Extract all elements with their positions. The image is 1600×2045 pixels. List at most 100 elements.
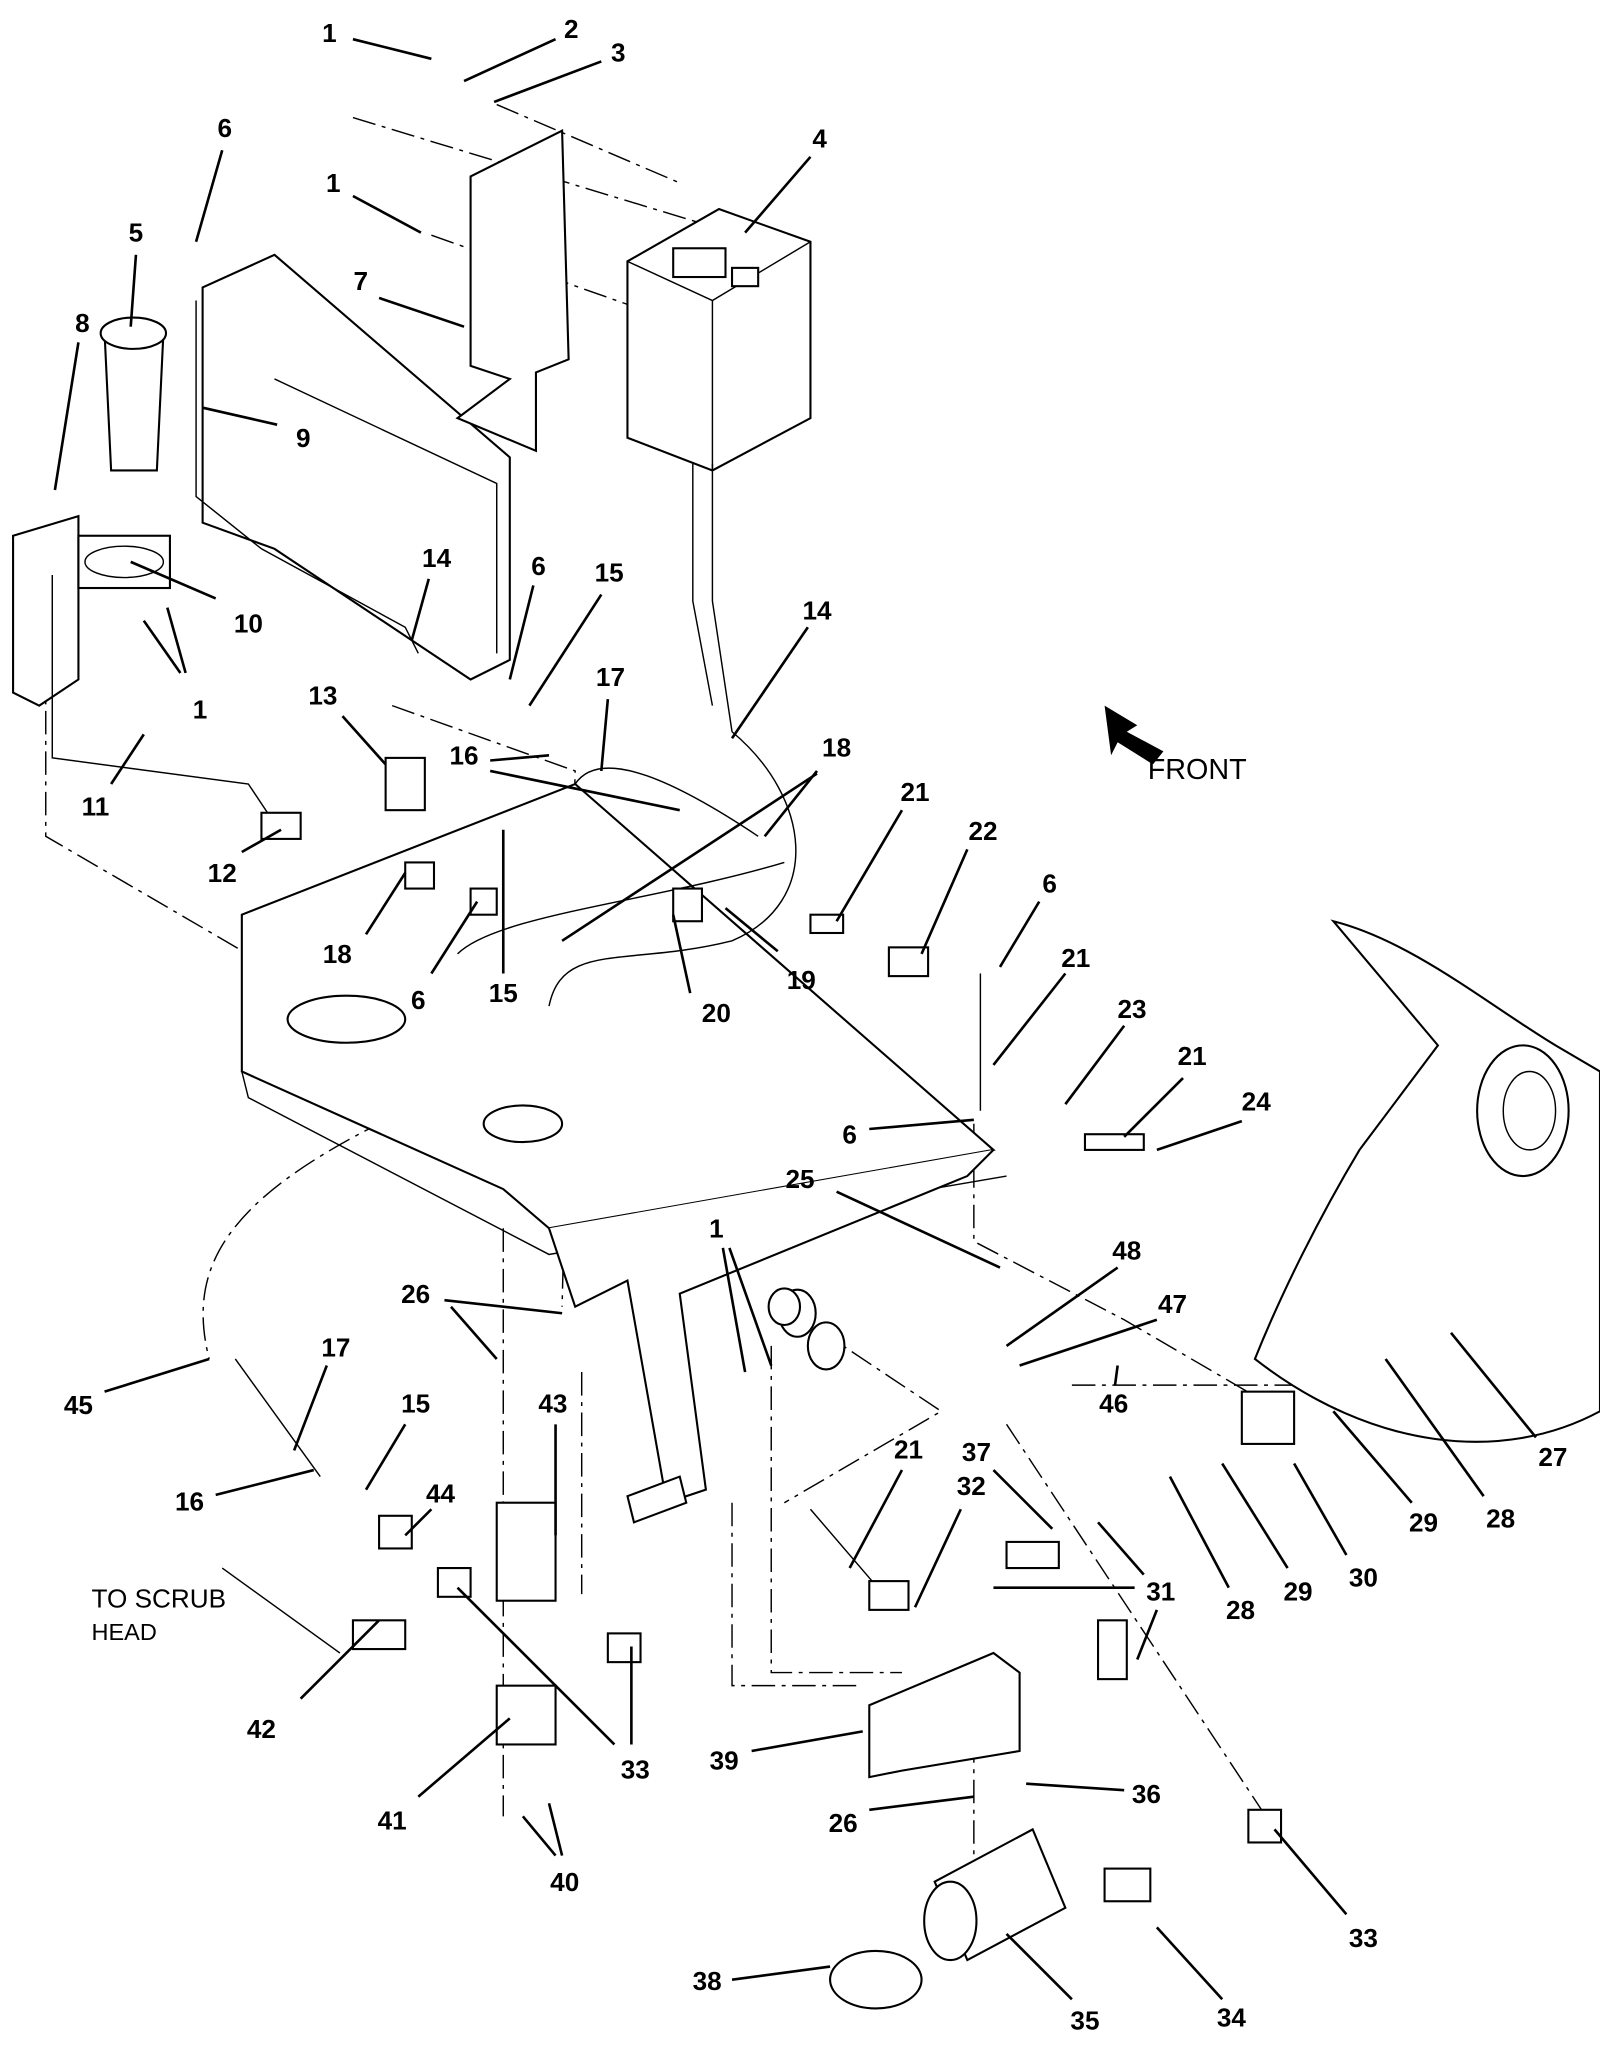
leader-line (728, 1247, 773, 1366)
callout-6: 6 (1042, 868, 1057, 898)
leader-line (763, 770, 819, 838)
callout-33: 33 (1349, 1923, 1378, 1953)
leader-line (836, 1190, 1001, 1269)
callout-19: 19 (787, 965, 816, 995)
leader-line (1019, 1318, 1158, 1367)
leader-line (490, 753, 550, 762)
callout-6: 6 (411, 985, 426, 1015)
callout-36: 36 (1132, 1779, 1161, 1809)
leader-line (1273, 1828, 1348, 1916)
leader-line (1292, 1462, 1348, 1556)
leader-line (456, 1586, 616, 1746)
leader-line (463, 38, 557, 83)
callout-1: 1 (322, 18, 337, 48)
callout-15: 15 (489, 978, 518, 1008)
leader-line (724, 907, 779, 953)
leader-line (130, 560, 217, 600)
leader-line (364, 1423, 407, 1491)
rear-panel (12, 253, 511, 707)
leader-line (1156, 1119, 1243, 1152)
callout-15: 15 (595, 557, 624, 587)
callout-38: 38 (693, 1966, 722, 1996)
leader-line (869, 1795, 975, 1812)
callout-46: 46 (1099, 1389, 1128, 1419)
callout-21: 21 (1178, 1041, 1207, 1071)
callout-18: 18 (323, 939, 352, 969)
front-label: FRONT (1148, 754, 1247, 786)
leader-line (352, 37, 432, 61)
leader-line (521, 1815, 557, 1857)
callout-26: 26 (401, 1279, 430, 1309)
leader-line (835, 809, 904, 922)
callout-43: 43 (538, 1389, 567, 1419)
leader-line (508, 585, 535, 680)
callout-14: 14 (422, 543, 452, 573)
callout-11: 11 (82, 791, 110, 821)
head-label: HEAD (92, 1619, 157, 1645)
leader-line (1449, 1332, 1537, 1439)
leader-line (1136, 1609, 1159, 1661)
callout-16: 16 (175, 1487, 204, 1517)
callout-15: 15 (401, 1389, 430, 1419)
leader-line (292, 1365, 329, 1451)
callout-44: 44 (426, 1479, 456, 1509)
leader-line (341, 715, 387, 766)
callout-17: 17 (596, 662, 625, 692)
leader-line (489, 769, 681, 812)
leader-line (992, 972, 1067, 1066)
leader-line (731, 1965, 831, 1981)
callout-5: 5 (129, 218, 144, 248)
leader-line (493, 60, 602, 104)
callout-28: 28 (1226, 1595, 1255, 1625)
callout-1: 1 (709, 1213, 724, 1243)
callout-21: 21 (1061, 943, 1090, 973)
mounting-bracket (455, 129, 570, 453)
leader-line (104, 1357, 210, 1393)
leader-line (721, 1247, 747, 1373)
leader-line (194, 149, 224, 243)
leader-line (998, 900, 1041, 968)
solution-tank (1253, 919, 1600, 1443)
callout-28: 28 (1486, 1504, 1515, 1534)
leader-line (848, 1469, 904, 1569)
callout-47: 47 (1158, 1289, 1187, 1319)
callout-40: 40 (550, 1867, 579, 1897)
leader-line (1332, 1410, 1413, 1504)
leader-line (561, 772, 818, 942)
controller-box (626, 207, 812, 732)
callout-33: 33 (621, 1754, 650, 1784)
leader-line (1221, 1462, 1289, 1569)
filter (77, 316, 171, 590)
leader-line (241, 828, 282, 854)
callout-2: 2 (564, 14, 579, 44)
callout-34: 34 (1217, 2003, 1247, 2033)
leader-line (364, 872, 407, 936)
leader-line (202, 406, 278, 426)
callout-4: 4 (812, 124, 827, 154)
callout-1: 1 (193, 695, 208, 725)
leader-line (1097, 1521, 1145, 1576)
hoses (51, 300, 982, 1654)
leader-line (299, 1619, 381, 1700)
leader-line (1005, 1266, 1119, 1347)
leader-line (129, 254, 138, 327)
leader-line (1064, 1024, 1126, 1105)
leader-line (110, 733, 145, 785)
callout-42: 42 (247, 1714, 276, 1744)
leader-line (142, 619, 182, 674)
callout-24: 24 (1242, 1087, 1272, 1117)
callout-7: 7 (354, 266, 369, 296)
callout-1: 1 (326, 168, 341, 198)
leader-line (913, 1508, 962, 1608)
callout-48: 48 (1112, 1236, 1141, 1266)
leader-line (166, 607, 187, 674)
leader-line (920, 848, 969, 955)
leader-line (215, 1468, 315, 1497)
callout-12: 12 (208, 858, 237, 888)
callout-35: 35 (1070, 2005, 1099, 2035)
leader-line (449, 1305, 498, 1360)
frame-plate (240, 782, 1007, 1524)
to-scrub-label: TO SCRUB (92, 1583, 227, 1613)
callout-39: 39 (710, 1745, 739, 1775)
